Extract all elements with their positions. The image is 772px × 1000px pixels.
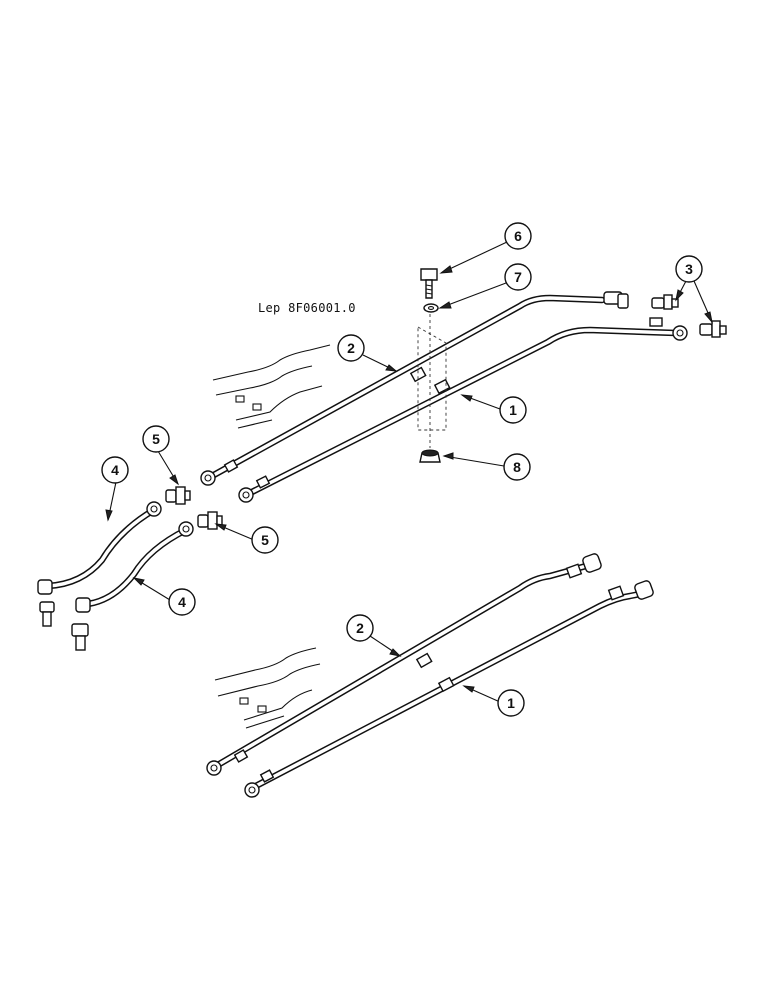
adapter-5-lower bbox=[197, 511, 223, 530]
pipe-1-upper-end-fitting bbox=[672, 325, 688, 341]
pipe-2-upper-end-nut bbox=[200, 470, 216, 486]
callout-4-lower-label: 4 bbox=[178, 594, 186, 610]
callout-7-label: 7 bbox=[514, 269, 522, 285]
leader-lines bbox=[105, 241, 713, 703]
callout-2-bottom: 2 bbox=[346, 614, 374, 642]
callout-7: 7 bbox=[504, 263, 532, 291]
fitting-3-upper bbox=[651, 294, 679, 310]
pipe-2-lower bbox=[206, 553, 602, 776]
pipe-2-lower-end-nut bbox=[206, 760, 222, 776]
callout-5-lower: 5 bbox=[251, 526, 279, 554]
nut-8 bbox=[419, 449, 441, 463]
callout-1-top: 1 bbox=[499, 396, 527, 424]
hose-4-lower-end-nut bbox=[71, 623, 89, 651]
pipe-2-upper bbox=[200, 291, 629, 486]
callout-5-upper-label: 5 bbox=[152, 431, 160, 447]
callout-1-bottom: 1 bbox=[497, 689, 525, 717]
callout-8-label: 8 bbox=[513, 459, 521, 475]
callout-4-lower: 4 bbox=[168, 588, 196, 616]
pipe-1-lower-end-nut bbox=[244, 782, 260, 798]
callout-3-label: 3 bbox=[685, 261, 693, 277]
callout-5-lower-label: 5 bbox=[261, 532, 269, 548]
pipe-2-lower-far-nut bbox=[582, 553, 602, 573]
hose-4-upper-end-nut bbox=[39, 601, 55, 627]
hose-4-lower bbox=[71, 521, 194, 651]
callout-3: 3 bbox=[675, 255, 703, 283]
pipe-2-upper-elbow-fitting bbox=[603, 291, 629, 309]
callout-2-top: 2 bbox=[337, 334, 365, 362]
callout-2-top-label: 2 bbox=[347, 340, 355, 356]
chassis-outline-upper bbox=[212, 344, 331, 429]
adapter-5-upper bbox=[165, 486, 191, 505]
callout-4-upper-label: 4 bbox=[111, 462, 119, 478]
pipe-1-lower-far-nut bbox=[634, 580, 654, 600]
fitting-3-lower bbox=[699, 320, 727, 338]
pipe-1-upper-end-nut bbox=[238, 487, 254, 503]
chassis-outline-lower bbox=[214, 647, 321, 729]
bolt-6 bbox=[420, 268, 438, 299]
callout-1-bottom-label: 1 bbox=[507, 695, 515, 711]
callout-4-upper: 4 bbox=[101, 456, 129, 484]
callout-6: 6 bbox=[504, 222, 532, 250]
callout-6-label: 6 bbox=[514, 228, 522, 244]
callout-2-bottom-label: 2 bbox=[356, 620, 364, 636]
pipe-1-lower bbox=[244, 580, 654, 798]
washer-7 bbox=[423, 303, 439, 313]
callout-8: 8 bbox=[503, 453, 531, 481]
drawing-reference-code: Lep 8F06001.0 bbox=[258, 301, 356, 315]
callout-1-top-label: 1 bbox=[509, 402, 517, 418]
clamp-dashed-guide bbox=[417, 314, 447, 448]
pipe-1-upper bbox=[238, 317, 688, 503]
callout-5-upper: 5 bbox=[142, 425, 170, 453]
hose-4-upper bbox=[37, 501, 162, 627]
